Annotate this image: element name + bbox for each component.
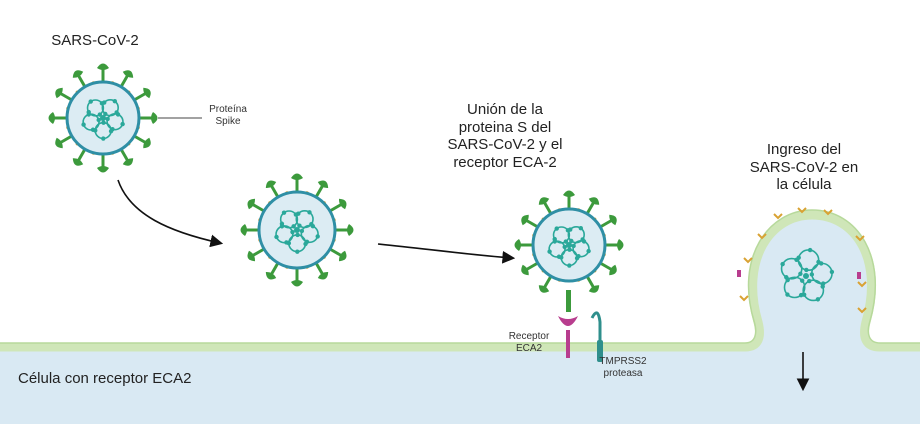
spike-protein-icon: [240, 224, 259, 236]
spike-protein-icon: [514, 239, 533, 251]
spike-protein-icon: [599, 214, 617, 229]
spike-protein-icon: [48, 112, 67, 124]
spike-protein-icon: [72, 70, 87, 88]
spike-protein-icon: [538, 275, 553, 293]
label-binding: Unión de la proteina S del SARS-CoV-2 y …: [447, 101, 563, 172]
label-entry: Ingreso del SARS-CoV-2 en la célula: [749, 141, 859, 194]
tmprss2-protease-icon: [590, 311, 603, 362]
spike-protein-icon: [97, 63, 109, 82]
spike-protein-icon: [521, 214, 539, 229]
rna-icon: [81, 98, 125, 141]
spike-protein-icon: [314, 180, 329, 198]
spike-protein-icon: [335, 224, 354, 236]
spike-protein-icon: [55, 87, 73, 102]
cell-body: [0, 215, 920, 424]
virus-icon-entry: [737, 207, 867, 314]
spike-protein-icon: [585, 197, 600, 215]
rna-icon: [547, 225, 591, 268]
spike-protein-icon: [329, 247, 347, 262]
label-spike: Proteína Spike: [209, 104, 247, 127]
label-protease: TMPRSS2 proteasa: [599, 356, 647, 379]
spike-protein-icon: [55, 134, 73, 149]
spike-protein-icon: [247, 198, 265, 213]
spike-protein-icon: [133, 87, 151, 102]
spike-protein-icon: [599, 261, 617, 276]
virus-icon-binding: [514, 190, 624, 293]
spike-protein-icon: [314, 262, 329, 280]
spike-protein-icon: [247, 247, 265, 262]
arrow-1: [117, 179, 224, 248]
virus-icon-start: [48, 63, 158, 173]
spike-protein-icon: [265, 180, 280, 198]
virus-icon-middle: [240, 173, 354, 287]
spike-protein-icon: [563, 190, 575, 209]
spike-protein-icon: [291, 268, 303, 287]
virus-layer: [48, 63, 624, 293]
arrow-2: [377, 243, 516, 264]
spike-protein-icon: [329, 198, 347, 213]
spike-protein-icon: [585, 275, 600, 293]
label-cell: Célula con receptor ECA2: [18, 370, 192, 387]
label-receptor: Receptor ECA2: [508, 331, 550, 354]
spike-protein-icon: [139, 112, 158, 124]
ace2-receptor-icon: [558, 290, 578, 358]
spike-protein-icon: [119, 70, 134, 88]
spike-protein-icon: [72, 148, 87, 166]
cell-membrane-edge: [0, 209, 920, 344]
entry-layer: [737, 207, 867, 314]
spike-protein-icon: [97, 154, 109, 173]
rna-icon: [274, 209, 320, 254]
spike-protein-icon: [291, 173, 303, 192]
spike-protein-icon: [119, 148, 134, 166]
spike-protein-icon: [133, 134, 151, 149]
cell-membrane: [0, 210, 920, 352]
spike-protein-icon: [605, 239, 624, 251]
spike-protein-icon: [538, 197, 553, 215]
rna-icon: [780, 247, 835, 302]
spike-protein-icon: [265, 262, 280, 280]
spike-protein-icon: [521, 261, 539, 276]
label-virus-name: SARS-CoV-2: [51, 32, 139, 49]
